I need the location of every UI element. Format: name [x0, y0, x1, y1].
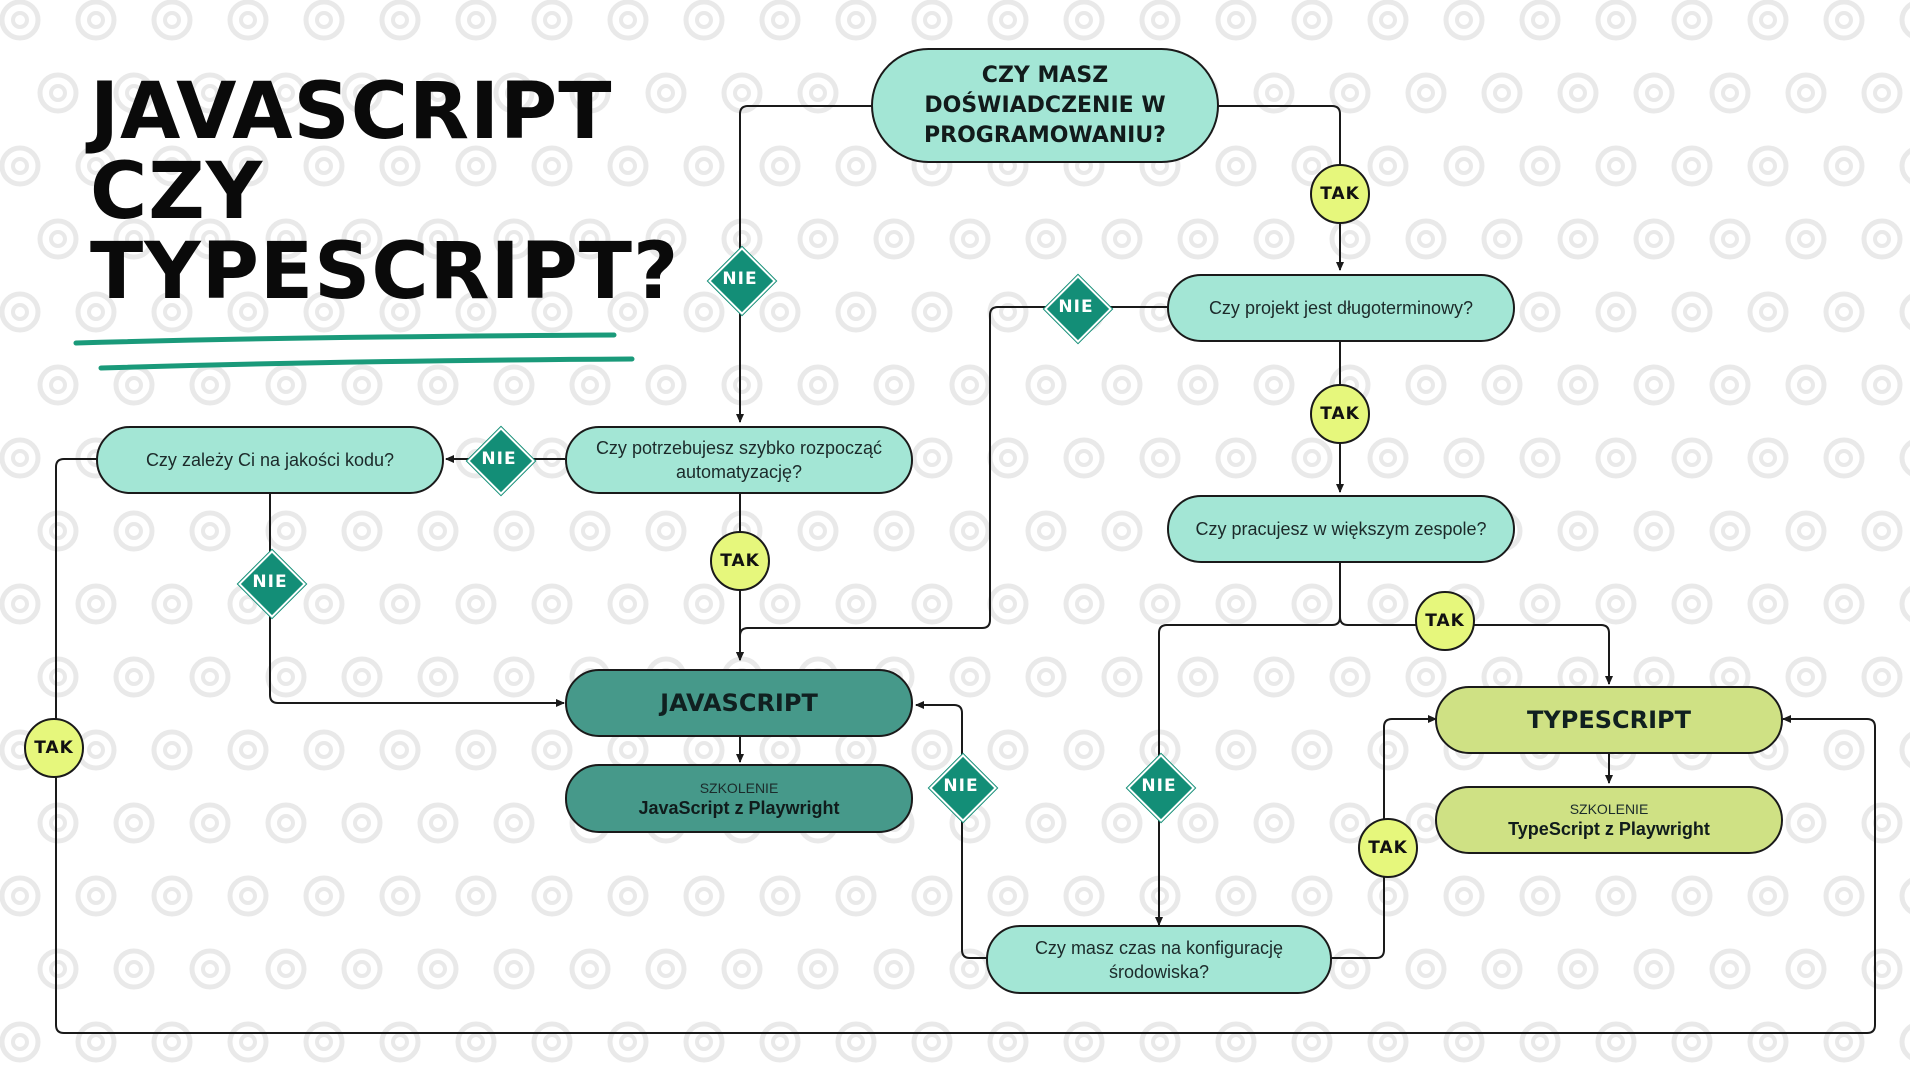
- yes-circle-experience: TAK: [1310, 164, 1370, 224]
- course-typescript-label: SZKOLENIE: [1569, 801, 1649, 817]
- edge-team-no: [1155, 616, 1341, 926]
- title-line-3: TYPESCRIPT?: [90, 227, 680, 317]
- result-typescript-title: TYPESCRIPT: [1526, 706, 1691, 734]
- edge-quality-yes: [55, 458, 1876, 1034]
- course-typescript-name: TypeScript z Playwright: [1508, 819, 1710, 839]
- result-typescript: TYPESCRIPT: [1435, 686, 1783, 754]
- page-title: JAVASCRIPT CZY TYPESCRIPT?: [90, 72, 679, 312]
- no-label-experience: NIE: [722, 269, 758, 289]
- question-experience: CZY MASZ DOŚWIADCZENIE W PROGRAMOWANIU?: [871, 48, 1219, 163]
- result-javascript: JAVASCRIPT: [565, 669, 913, 737]
- title-line-2: CZY: [90, 147, 264, 237]
- edge-experience-no: [736, 105, 872, 423]
- course-typescript: SZKOLENIE TypeScript z Playwright: [1435, 786, 1783, 854]
- result-javascript-title: JAVASCRIPT: [660, 689, 818, 717]
- no-label-team: NIE: [1141, 776, 1177, 796]
- question-code-quality: Czy zależy Ci na jakości kodu?: [96, 426, 444, 494]
- yes-circle-config-time: TAK: [1358, 818, 1418, 878]
- edge-longterm-no: [736, 306, 1168, 661]
- edge-experience-yes: [1218, 105, 1344, 271]
- yes-circle-long-term: TAK: [1310, 384, 1370, 444]
- course-javascript: SZKOLENIE JavaScript z Playwright: [565, 764, 913, 833]
- no-label-quick-start: NIE: [481, 449, 517, 469]
- course-javascript-name: JavaScript z Playwright: [638, 797, 840, 818]
- yes-circle-team: TAK: [1415, 591, 1475, 651]
- no-label-config-time: NIE: [943, 776, 979, 796]
- yes-circle-quick-start: TAK: [710, 531, 770, 591]
- no-label-long-term: NIE: [1058, 297, 1094, 317]
- edge-config-no: [915, 701, 987, 959]
- title-line-1: JAVASCRIPT: [90, 67, 613, 157]
- question-long-term: Czy projekt jest długoterminowy?: [1167, 274, 1515, 342]
- edge-quality-no: [269, 493, 565, 707]
- title-underline: [73, 332, 635, 371]
- question-config-time: Czy masz czas na konfigurację środowiska…: [986, 925, 1332, 994]
- no-label-code-quality: NIE: [252, 572, 288, 592]
- question-quick-start: Czy potrzebujesz szybko rozpocząć automa…: [565, 426, 913, 494]
- yes-circle-code-quality: TAK: [24, 718, 84, 778]
- question-team: Czy pracujesz w większym zespole?: [1167, 495, 1515, 563]
- course-javascript-label: SZKOLENIE: [699, 779, 779, 796]
